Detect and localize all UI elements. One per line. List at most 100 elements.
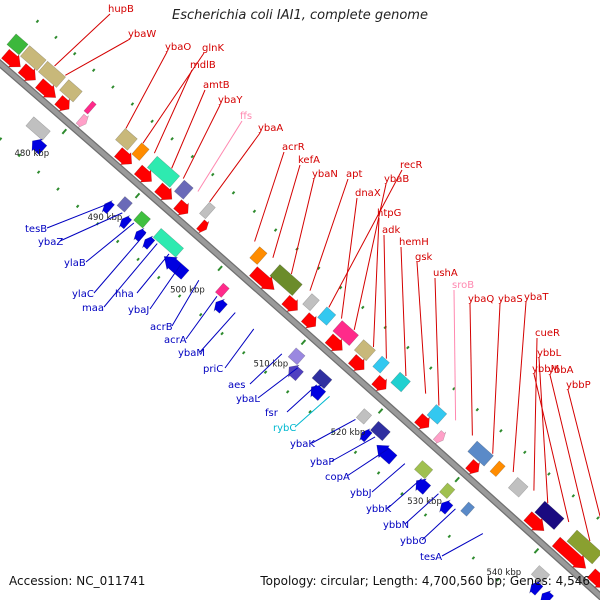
forward-gene-box [566,529,600,565]
forward-leader-line [567,389,600,519]
reverse-gene-label-tesb: tesB [25,224,47,235]
forward-gene-box [302,293,320,312]
forward-leader-line [65,38,131,76]
reverse-leader-line [46,202,112,229]
forward-gene-arrow [54,95,70,112]
forward-leader-line [197,120,243,192]
forward-gene-box-box [173,179,194,200]
forward-gene-arrow [300,312,317,329]
minor-tick [170,137,174,141]
reverse-gene-label-ybbo: ybbO [400,536,427,547]
forward-leader-line [549,374,591,542]
reverse-gene-arrow-arrow [142,235,156,250]
forward-gene-arrow-arrow [154,182,173,201]
forward-gene-box [467,440,494,467]
forward-gene-box-box [332,320,359,346]
reverse-gene-arrow-arrow [101,200,115,215]
minor-tick [273,228,278,232]
forward-gene-arrow [75,113,89,128]
forward-gene-box-box [115,128,138,151]
reverse-gene-label-rybc: rybC [273,423,296,434]
forward-gene-box [353,339,376,362]
minor-tick [471,556,476,560]
reverse-leader-line [294,395,330,428]
reverse-leader-line [404,493,439,525]
minor-tick [115,239,120,244]
forward-gene-arrow [34,78,57,98]
forward-gene-box-box [59,79,83,103]
forward-gene-box-box [131,142,150,161]
minor-tick [56,187,60,191]
forward-gene-box [37,60,67,88]
forward-gene-label-htpg: htpG [377,208,401,219]
forward-gene-arrow-arrow [523,511,545,532]
reverse-gene-arrow [415,478,432,495]
forward-gene-box-box [353,339,376,362]
minor-tick [596,516,600,520]
forward-gene-label-yban: ybaN [312,169,338,180]
reverse-gene-arrow [376,444,398,465]
forward-leader-line [153,69,193,154]
forward-gene-label-ybbp: ybbP [566,380,591,391]
minor-tick [452,386,456,391]
forward-gene-box-box [37,60,67,88]
forward-gene-box-box [317,306,337,326]
forward-gene-box-box [467,440,494,467]
forward-gene-label-ybbm: ybbM [532,364,559,375]
forward-gene-arrow [196,219,210,234]
tick-label-520-kbp: 520 kbp [331,428,366,438]
forward-gene-arrow [432,430,447,445]
forward-gene-box-box [6,33,29,56]
reverse-gene-box [116,196,133,213]
minor-tick [263,370,268,374]
reverse-gene-box [311,368,333,390]
minor-tick [376,471,381,475]
forward-gene-label-ybab: ybaB [384,174,409,185]
minor-tick [353,450,358,455]
reverse-gene-label-ybaz: ybaZ [38,237,63,248]
minor-tick [190,154,195,159]
reverse-gene-arrow [359,428,373,443]
forward-gene-label-glnk: glnK [202,43,224,54]
forward-gene-box [332,320,359,346]
forward-gene-arrow [465,458,481,475]
forward-gene-arrow-arrow [34,78,57,98]
tick-mark [377,408,384,414]
forward-leader-line [538,357,549,504]
forward-gene-box [317,306,337,326]
reverse-leader-line [311,418,356,444]
reverse-gene-box [214,282,230,298]
reverse-gene-box [439,482,456,499]
forward-gene-box [59,79,83,103]
reverse-gene-label-acrb: acrB [150,322,173,333]
minor-tick [429,366,433,370]
reverse-gene-arrow-arrow [31,138,48,155]
forward-gene-box [115,128,138,151]
forward-leader-line [383,234,387,359]
minor-tick [231,191,236,195]
forward-gene-arrow-arrow [465,458,481,475]
reverse-gene-arrow [142,235,156,250]
reverse-gene-label-ybam: ybaM [178,348,205,359]
forward-gene-arrow [414,413,430,430]
forward-gene-arrow [371,374,387,392]
reverse-leader-line [387,478,422,509]
forward-gene-arrow-arrow [17,63,36,82]
forward-gene-box [249,246,268,265]
forward-leader-line [353,183,387,331]
minor-tick [17,153,22,158]
reverse-gene-label-pric: priC [203,364,223,375]
forward-gene-arrow-arrow [54,95,70,112]
forward-leader-line [182,104,221,179]
minor-tick [150,119,154,124]
forward-gene-arrow-arrow [300,312,317,329]
reverse-gene-arrow-arrow [118,215,133,230]
tick-label-530-kbp: 530 kbp [407,497,442,507]
forward-leader-line [533,373,570,523]
minor-tick [156,275,161,280]
forward-gene-box-box [507,477,529,498]
reverse-gene-arrow [310,384,327,401]
forward-gene-arrow-arrow [347,354,365,372]
